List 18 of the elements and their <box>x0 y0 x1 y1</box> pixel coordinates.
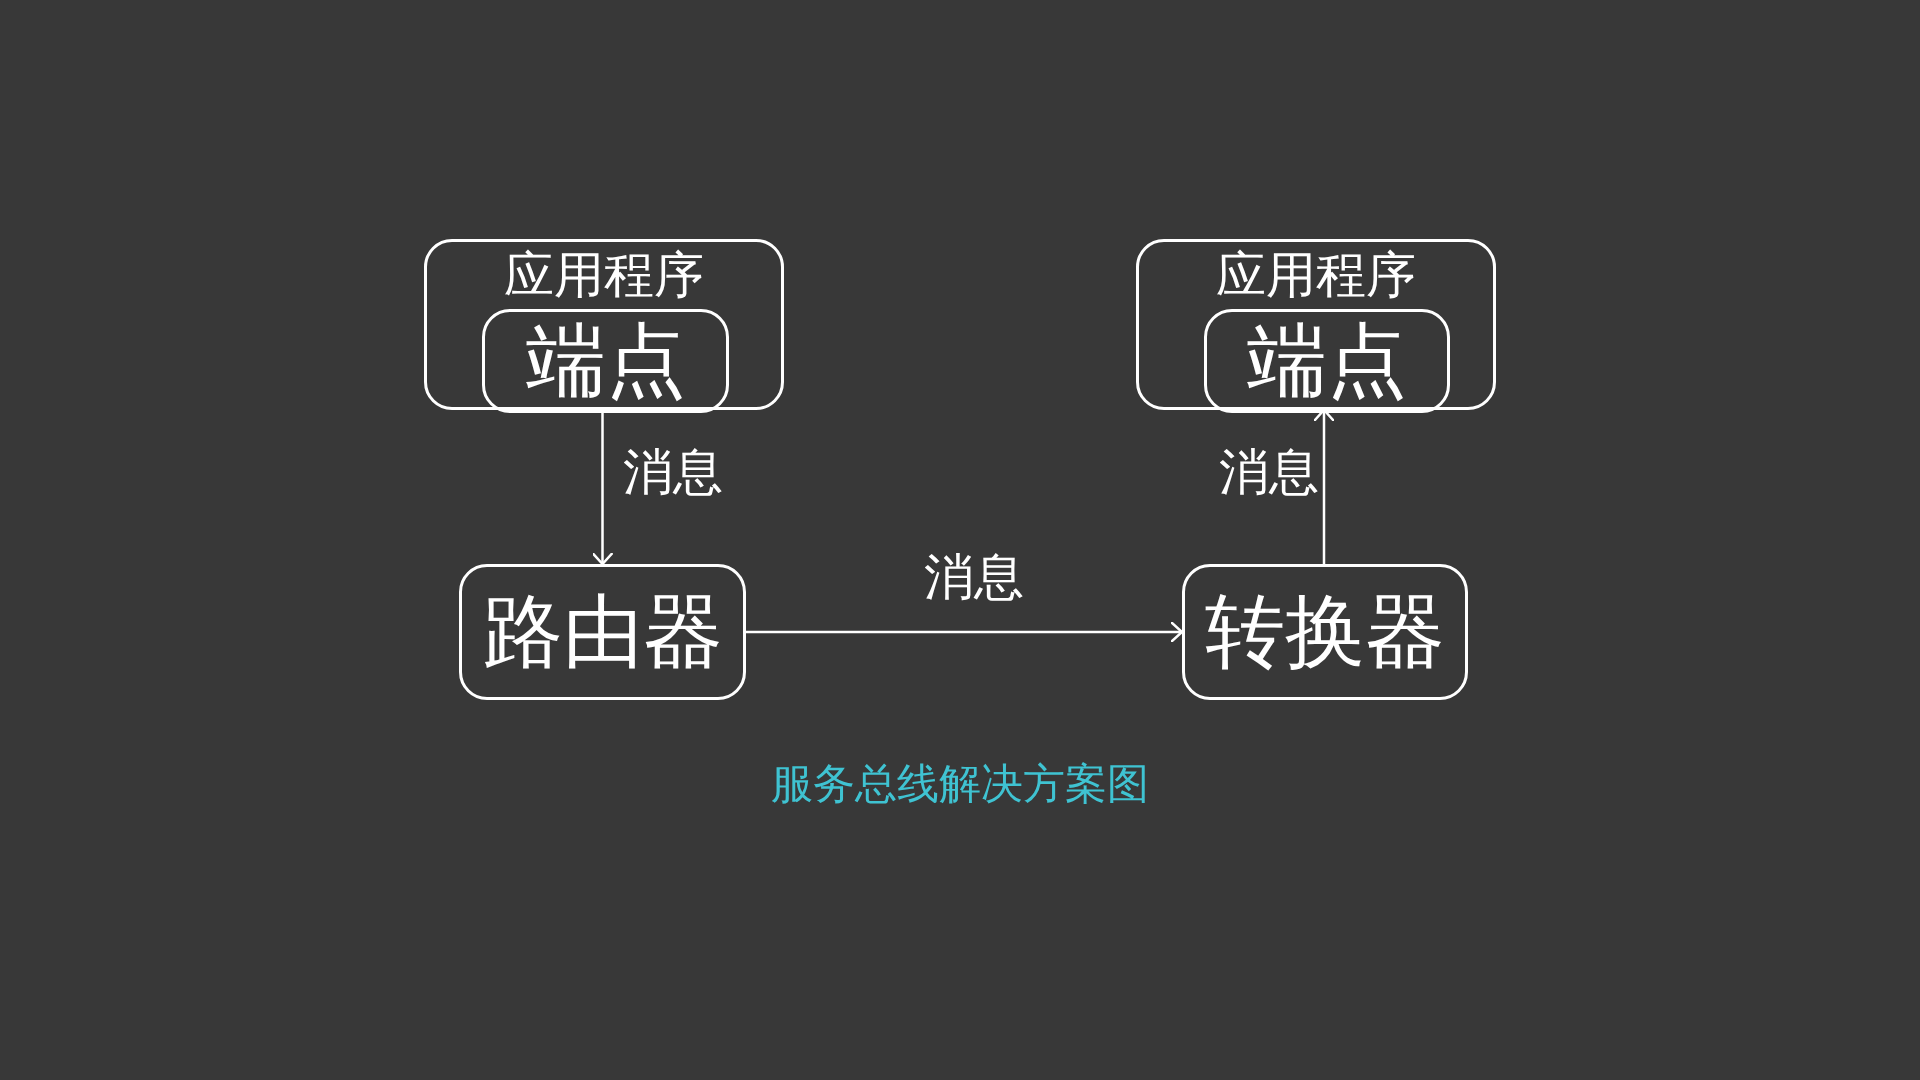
component-box <box>1182 564 1468 700</box>
edge-label: 消息 <box>924 552 1024 602</box>
box-label: 应用程序 <box>504 250 704 300</box>
box-label: 应用程序 <box>1216 250 1416 300</box>
application-box <box>424 239 784 410</box>
box-label: 端点 <box>525 321 686 401</box>
component-box <box>1204 309 1450 413</box>
arrow <box>591 410 614 566</box>
component-box <box>482 309 729 413</box>
edge-label: 消息 <box>622 447 723 497</box>
box-label: 转换器 <box>1205 592 1445 672</box>
arrow <box>746 620 1184 644</box>
box-label: 路由器 <box>482 592 723 672</box>
application-box <box>1136 239 1496 410</box>
edge-label: 消息 <box>1219 447 1319 497</box>
box-label: 端点 <box>1247 321 1407 401</box>
caption: 服务总线解决方案图 <box>771 763 1149 805</box>
component-box <box>459 564 746 700</box>
